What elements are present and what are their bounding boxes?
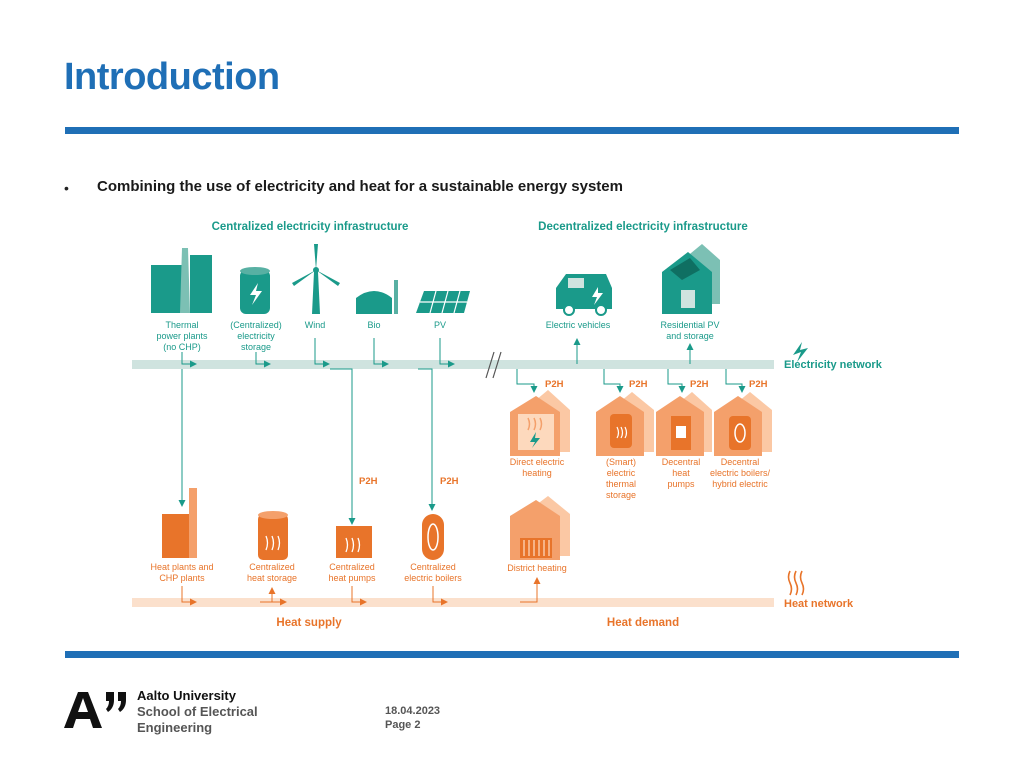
bullet-text: Combining the use of electricity and hea…	[97, 178, 623, 195]
svg-text:(Smart): (Smart)	[606, 457, 636, 467]
heat-supply-label: Heat supply	[276, 617, 342, 629]
school-line-2: Engineering	[137, 720, 213, 735]
svg-text:electric: electric	[607, 468, 636, 478]
footer-date: 18.04.2023	[385, 705, 441, 717]
svg-text:thermal: thermal	[606, 479, 636, 489]
label-decentral-boilers: Decentral electric boilers/ hybrid elect…	[710, 457, 771, 489]
label-thermal: Thermal power plants (no CHP)	[156, 320, 208, 352]
svg-text:Residential PV: Residential PV	[660, 320, 719, 330]
svg-text:Centralized: Centralized	[329, 562, 375, 572]
label-centralized-heat-storage: Centralized heat storage	[247, 562, 297, 583]
university-name: Aalto University	[137, 688, 236, 703]
heat-network-label: Heat network	[784, 598, 854, 610]
svg-text:heating: heating	[522, 468, 552, 478]
svg-text:Direct electric: Direct electric	[510, 457, 565, 467]
electricity-network-icon	[793, 342, 808, 362]
svg-text:electric boilers: electric boilers	[404, 573, 462, 583]
district-heating-house-icon	[510, 496, 570, 560]
header-decentralized: Decentralized electricity infrastructure	[538, 221, 748, 233]
svg-text:(no CHP): (no CHP)	[163, 342, 201, 352]
pv-panel-icon	[416, 290, 470, 314]
thermal-power-plant-icon	[151, 248, 212, 313]
aalto-logo-icon	[64, 692, 126, 728]
top-divider	[65, 127, 959, 134]
label-bio: Bio	[367, 320, 380, 330]
svg-text:P2H: P2H	[359, 476, 378, 487]
svg-text:CHP plants: CHP plants	[159, 573, 205, 583]
smart-thermal-storage-house-icon	[596, 392, 654, 456]
label-electric-vehicles: Electric vehicles	[546, 320, 611, 330]
heat-connectors	[181, 577, 541, 606]
svg-text:electricity: electricity	[237, 331, 275, 341]
svg-text:storage: storage	[241, 342, 271, 352]
label-direct-electric-heating: Direct electric heating	[510, 457, 565, 478]
svg-text:heat storage: heat storage	[247, 573, 297, 583]
svg-text:pumps: pumps	[667, 479, 695, 489]
school-name: School of Electrical Engineering	[137, 704, 258, 736]
svg-text:electric boilers/: electric boilers/	[710, 468, 771, 478]
label-wind: Wind	[305, 320, 326, 330]
heat-demand-label: Heat demand	[607, 617, 679, 629]
label-pv: PV	[434, 320, 446, 330]
slide-title: Introduction	[64, 56, 280, 98]
heat-network-icon	[787, 570, 805, 596]
label-electricity-storage: (Centralized) electricity storage	[230, 320, 282, 352]
decentral-boiler-house-icon	[714, 392, 772, 456]
svg-text:heat pumps: heat pumps	[328, 573, 376, 583]
svg-text:heat: heat	[672, 468, 690, 478]
svg-text:storage: storage	[606, 490, 636, 500]
svg-text:and storage: and storage	[666, 331, 714, 341]
residential-pv-house-icon	[662, 244, 720, 314]
svg-text:P2H: P2H	[440, 476, 459, 487]
centralized-electric-boiler-icon	[422, 514, 444, 560]
centralized-heat-storage-icon	[258, 511, 288, 560]
label-centralized-heat-pumps: Centralized heat pumps	[328, 562, 376, 583]
svg-text:power plants: power plants	[156, 331, 208, 341]
electricity-network-label: Electricity network	[784, 359, 883, 371]
electric-vehicle-icon	[556, 274, 612, 316]
network-break-icon	[485, 351, 502, 379]
label-district-heating: District heating	[507, 563, 567, 573]
svg-text:P2H: P2H	[749, 379, 768, 390]
label-residential-pv: Residential PV and storage	[660, 320, 719, 341]
svg-text:hybrid electric: hybrid electric	[712, 479, 768, 489]
svg-text:Centralized: Centralized	[410, 562, 456, 572]
svg-text:Centralized: Centralized	[249, 562, 295, 572]
bullet-marker: •	[64, 180, 69, 196]
wind-turbine-icon	[292, 244, 340, 314]
bio-plant-icon	[356, 280, 398, 314]
label-smart-thermal-storage: (Smart) electric thermal storage	[606, 457, 636, 500]
svg-text:P2H: P2H	[690, 379, 709, 390]
electricity-storage-icon	[240, 267, 270, 314]
p2h-labels: P2H P2H P2H P2H P2H P2H	[359, 379, 768, 487]
svg-text:Decentral: Decentral	[721, 457, 760, 467]
svg-text:Heat plants and: Heat plants and	[150, 562, 213, 572]
centralized-heat-pump-icon	[336, 526, 372, 558]
label-heat-plants: Heat plants and CHP plants	[150, 562, 213, 583]
header-centralized: Centralized electricity infrastructure	[212, 221, 409, 233]
svg-text:(Centralized): (Centralized)	[230, 320, 282, 330]
label-decentral-heat-pumps: Decentral heat pumps	[662, 457, 701, 489]
svg-text:P2H: P2H	[545, 379, 564, 390]
svg-text:Thermal: Thermal	[165, 320, 198, 330]
heat-plant-icon	[162, 488, 197, 558]
school-line-1: School of Electrical	[137, 704, 258, 719]
heat-pump-house-icon	[656, 392, 712, 456]
svg-text:Decentral: Decentral	[662, 457, 701, 467]
footer-page-number: Page 2	[385, 719, 421, 731]
direct-electric-heating-house-icon	[510, 390, 570, 456]
label-centralized-electric-boilers: Centralized electric boilers	[404, 562, 462, 583]
svg-text:P2H: P2H	[629, 379, 648, 390]
supply-connectors	[178, 338, 746, 525]
heat-network-band	[132, 598, 774, 607]
bottom-divider	[65, 651, 959, 658]
